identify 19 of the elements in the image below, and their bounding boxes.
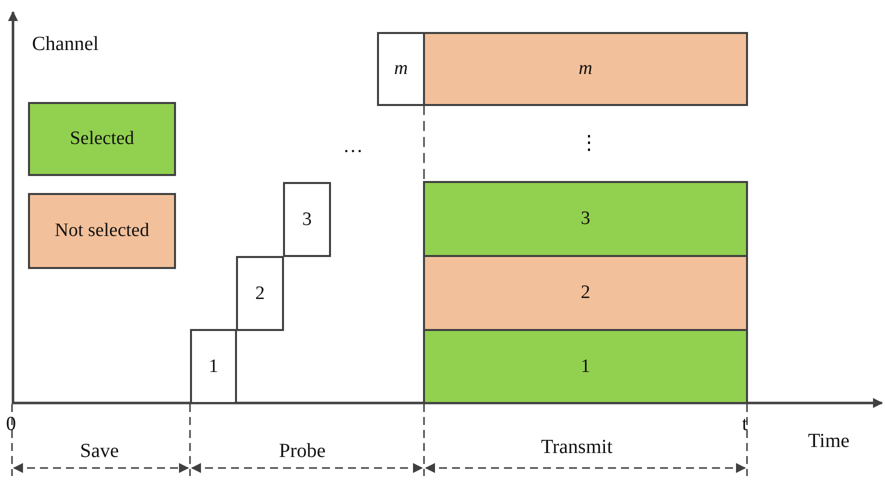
axis-end-label: t <box>742 413 748 436</box>
transmit-bar: 1 <box>423 329 748 404</box>
probe-slot: 1 <box>190 329 237 404</box>
legend-swatch: Not selected <box>28 193 176 269</box>
axis-title: Channel <box>32 33 99 56</box>
vertical-ellipsis: ⋮ <box>579 131 599 155</box>
axis-origin: 0 <box>6 413 16 436</box>
transmit-bar: 3 <box>423 181 748 257</box>
phase-label: Transmit <box>541 436 613 459</box>
transmit-bar: 2 <box>423 255 748 331</box>
phase-label: Probe <box>279 440 326 463</box>
ellipsis: … <box>343 135 363 158</box>
probe-slot: 3 <box>283 182 331 257</box>
legend-swatch: Selected <box>28 102 176 176</box>
axis-title: Time <box>808 430 850 453</box>
phase-label: Save <box>80 440 119 463</box>
probe-slot: 2 <box>236 256 284 331</box>
transmit-bar: m <box>423 32 748 106</box>
probe-slot: m <box>377 32 425 106</box>
